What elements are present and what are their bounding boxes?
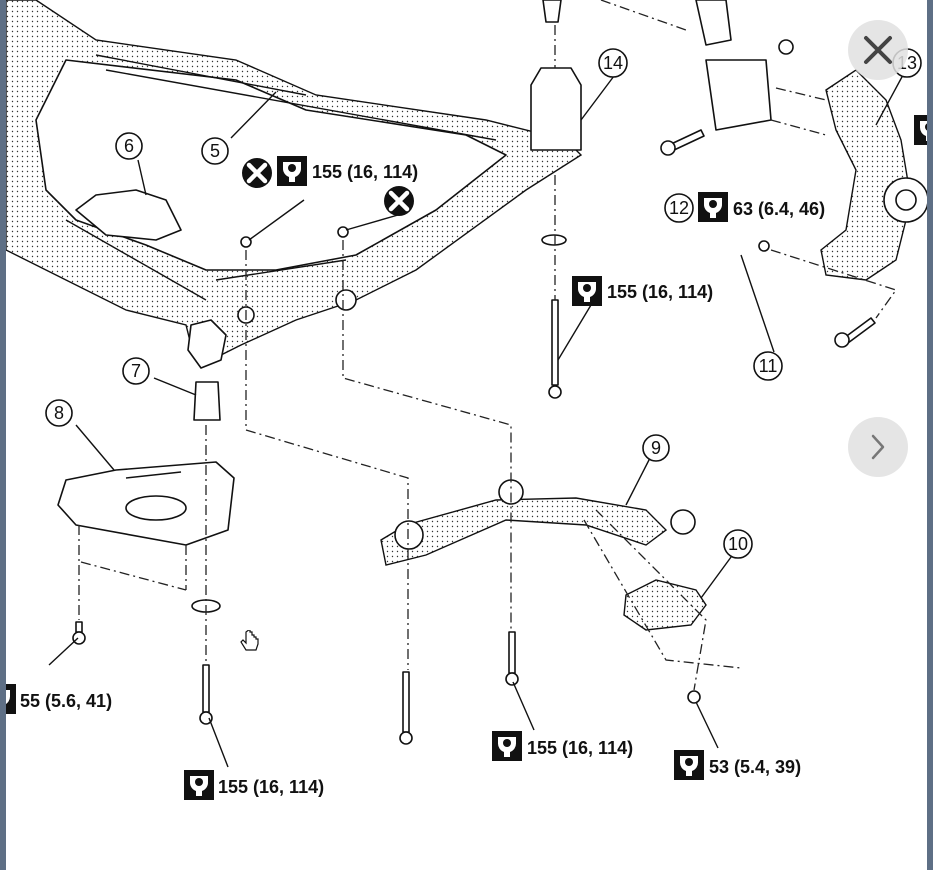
svg-text:55 (5.6, 41): 55 (5.6, 41) bbox=[20, 691, 112, 711]
svg-text:14: 14 bbox=[603, 53, 623, 73]
torque-spec-subframe-nuts: 155 (16, 114) bbox=[277, 156, 418, 186]
callout-12: 12 bbox=[664, 193, 694, 223]
torque-wrench-icon bbox=[492, 731, 522, 761]
torque-wrench-icon bbox=[698, 192, 728, 222]
close-button[interactable] bbox=[848, 20, 908, 80]
bolts bbox=[72, 129, 876, 745]
svg-text:155 (16, 114): 155 (16, 114) bbox=[218, 777, 324, 797]
torque-wrench-icon bbox=[572, 276, 602, 306]
callout-8: 8 bbox=[45, 399, 73, 427]
torque-spec-partial bbox=[914, 115, 927, 145]
torque-spec-link-bolt: 155 (16, 114) bbox=[492, 731, 633, 761]
torque-spec-stay-center-bolt: 155 (16, 114) bbox=[184, 770, 324, 800]
callout-9: 9 bbox=[642, 434, 670, 462]
svg-text:6: 6 bbox=[124, 136, 134, 156]
strut-mount bbox=[530, 0, 582, 151]
callout-5: 5 bbox=[201, 137, 229, 165]
link-bracket bbox=[623, 579, 707, 631]
callout-14: 14 bbox=[598, 48, 628, 78]
svg-text:155 (16, 114): 155 (16, 114) bbox=[312, 162, 418, 182]
alignment-lines bbox=[78, 0, 898, 691]
svg-text:9: 9 bbox=[651, 438, 661, 458]
torque-wrench-icon bbox=[914, 115, 927, 145]
torque-wrench-icon bbox=[277, 156, 307, 186]
torque-spec-stay-bolt: 55 (5.6, 41) bbox=[6, 684, 112, 714]
transverse-link bbox=[380, 479, 696, 566]
svg-text:155 (16, 114): 155 (16, 114) bbox=[607, 282, 713, 302]
svg-text:155 (16, 114): 155 (16, 114) bbox=[527, 738, 633, 758]
svg-text:11: 11 bbox=[759, 356, 778, 376]
hand-pointer-icon bbox=[240, 627, 260, 659]
callout-11: 11 bbox=[753, 351, 783, 381]
next-image-button[interactable] bbox=[848, 417, 908, 477]
torque-wrench-icon bbox=[674, 750, 704, 780]
torque-spec-bracket-bolt: 53 (5.4, 39) bbox=[674, 750, 801, 780]
stay-plate bbox=[57, 461, 235, 546]
chevron-right-icon bbox=[871, 434, 885, 460]
do-not-reuse-icon bbox=[242, 158, 272, 188]
svg-text:12: 12 bbox=[669, 198, 689, 218]
torque-wrench-icon bbox=[184, 770, 214, 800]
close-icon bbox=[864, 36, 892, 64]
callout-7: 7 bbox=[122, 357, 150, 385]
svg-text:7: 7 bbox=[131, 361, 141, 381]
do-not-reuse-icon bbox=[384, 186, 414, 216]
rear-bushing bbox=[193, 381, 221, 421]
svg-text:63 (6.4, 46): 63 (6.4, 46) bbox=[733, 199, 825, 219]
svg-text:53 (5.4, 39): 53 (5.4, 39) bbox=[709, 757, 801, 777]
strut-assembly bbox=[695, 0, 927, 281]
torque-spec-strut-mount-bolt: 155 (16, 114) bbox=[572, 276, 713, 306]
svg-text:8: 8 bbox=[54, 403, 64, 423]
svg-text:10: 10 bbox=[728, 534, 748, 554]
callout-6: 6 bbox=[115, 132, 143, 160]
torque-wrench-icon bbox=[6, 684, 16, 714]
callout-10: 10 bbox=[723, 529, 753, 559]
torque-spec-knuckle-bolt: 63 (6.4, 46) bbox=[698, 192, 825, 222]
leader-lines bbox=[48, 74, 904, 768]
image-viewer: 5 6 7 8 9 10 11 12 13 14 155 (16, 114) 1… bbox=[6, 0, 927, 870]
front-suspension-exploded-diagram: 5 6 7 8 9 10 11 12 13 14 155 (16, 114) 1… bbox=[6, 0, 927, 800]
svg-text:5: 5 bbox=[210, 141, 220, 161]
